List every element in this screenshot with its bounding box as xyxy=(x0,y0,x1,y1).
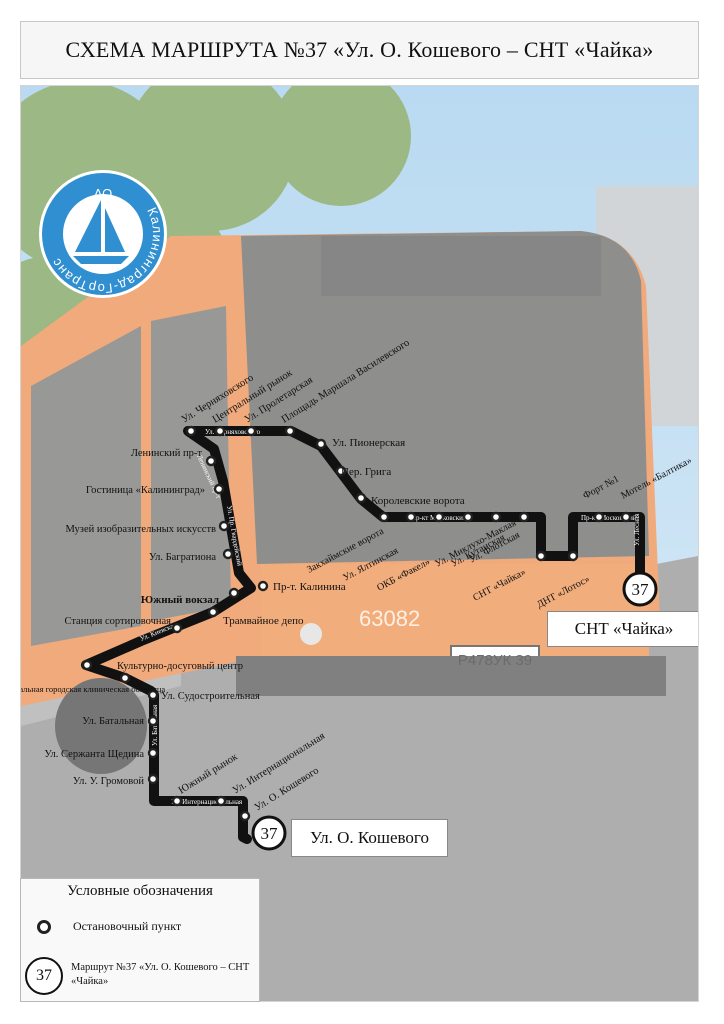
legend-stop-icon xyxy=(37,920,51,934)
stop-marker xyxy=(147,773,159,785)
legend-route-badge: 37 xyxy=(25,957,63,995)
route-number: 37 xyxy=(632,580,650,599)
stop-label: Южный рынок xyxy=(177,751,241,797)
street-label: Ул. Интернациональная xyxy=(171,798,243,806)
stop-marker xyxy=(315,438,327,450)
bus-license-plate: Р478УК 39 xyxy=(458,652,532,669)
stop-label: Форт №1 xyxy=(581,474,621,502)
stop-marker xyxy=(405,511,417,523)
legend: Условные обозначения Остановочный пункт … xyxy=(20,878,260,1002)
stop-label: Гостиница «Калининград» xyxy=(86,485,205,496)
stop-label: Мотель «Балтика» xyxy=(619,455,693,502)
stop-label: Ленинский пр-т xyxy=(131,448,203,459)
route-segment xyxy=(81,426,645,844)
route-number-badge xyxy=(622,571,658,607)
stop-marker xyxy=(147,715,159,727)
stop-marker xyxy=(245,425,257,437)
stop-label: Ул. У. Громовой xyxy=(73,776,144,787)
stop-markers xyxy=(81,425,632,822)
stop-label: Пр-т. Калинина xyxy=(273,581,346,593)
street-label: Ул. Лесная xyxy=(633,513,641,546)
legend-title: Условные обозначения xyxy=(67,883,213,899)
stop-marker xyxy=(593,511,605,523)
stop-marker xyxy=(147,747,159,759)
stop-marker xyxy=(490,511,502,523)
stop-marker xyxy=(239,810,251,822)
stop-marker xyxy=(222,548,234,560)
route-number-badge xyxy=(251,815,287,851)
stop-marker xyxy=(567,550,579,562)
sailboat-icon xyxy=(73,200,129,264)
stop-label: Культурно-досуговый центр xyxy=(117,661,243,672)
stop-marker xyxy=(119,672,131,684)
legend-route-label: Маршрут №37 «Ул. О. Кошевого – СНТ «Чайк… xyxy=(71,962,250,987)
stop-marker xyxy=(378,511,390,523)
stop-label: Трамвайное депо xyxy=(223,615,304,627)
end-terminal-label: СНТ «Чайка» xyxy=(547,611,698,647)
stop-marker xyxy=(171,795,183,807)
stop-marker xyxy=(257,580,269,592)
company-logo: АО Калининград-ГорТранс xyxy=(39,170,167,298)
stop-label: Ул. Интернациональная xyxy=(231,731,327,797)
start-terminal-label: Ул. О. Кошевого xyxy=(291,819,448,857)
stop-marker xyxy=(518,511,530,523)
stop-marker xyxy=(355,492,367,504)
bus-fleet-number: 63082 xyxy=(359,606,420,631)
stop-label: Ул. Судостроительная xyxy=(161,691,260,702)
legend-stop-label: Остановочный пункт xyxy=(73,919,182,933)
stop-marker xyxy=(620,511,632,523)
route-number: 37 xyxy=(261,824,279,843)
stop-marker xyxy=(335,465,347,477)
stop-label: Центральная городская клиническая больни… xyxy=(21,684,165,694)
stop-marker xyxy=(218,520,230,532)
stop-label: Пер. Грига xyxy=(341,466,391,478)
stop-marker xyxy=(81,659,93,671)
stop-marker xyxy=(215,795,227,807)
street-label: Ул. Черняховского xyxy=(205,428,261,436)
stop-label: Южный вокзал xyxy=(141,594,219,606)
stop-marker xyxy=(205,455,217,467)
stop-marker xyxy=(171,622,183,634)
map-title: СХЕМА МАРШРУТА №37 «Ул. О. Кошевого – СН… xyxy=(20,21,699,79)
stop-marker xyxy=(284,425,296,437)
logo-org: АО xyxy=(94,186,113,201)
stop-label: Ул. Пионерская xyxy=(332,437,405,449)
stop-marker xyxy=(462,511,474,523)
stop-label: Станция сортировочная xyxy=(64,616,171,627)
stop-label: Ул. Сержанта Щедина xyxy=(44,749,144,760)
stop-marker xyxy=(214,425,226,437)
stop-marker xyxy=(535,550,547,562)
stop-marker xyxy=(213,483,225,495)
stop-label: ДНТ «Лотос» xyxy=(535,574,591,611)
stop-label: Ул. Батальная xyxy=(82,716,144,727)
stop-marker xyxy=(207,606,219,618)
stop-marker xyxy=(433,511,445,523)
stop-label: Музей изобразительных искусств xyxy=(65,524,216,535)
stop-label: СНТ «Чайка» xyxy=(471,567,527,604)
map-area: 63082 Р478УК 39 АО Калининград-ГорТранс … xyxy=(20,85,699,1002)
stop-marker xyxy=(185,425,197,437)
stop-label: Королевские ворота xyxy=(371,495,465,507)
stop-marker xyxy=(147,689,159,701)
route-line xyxy=(81,426,645,844)
stop-marker xyxy=(228,587,240,599)
terminal-badges: 37 37 xyxy=(251,571,658,851)
street-label: Пр-кт Московский xyxy=(581,514,637,522)
stop-label: Ул. Багратиона xyxy=(149,552,216,563)
